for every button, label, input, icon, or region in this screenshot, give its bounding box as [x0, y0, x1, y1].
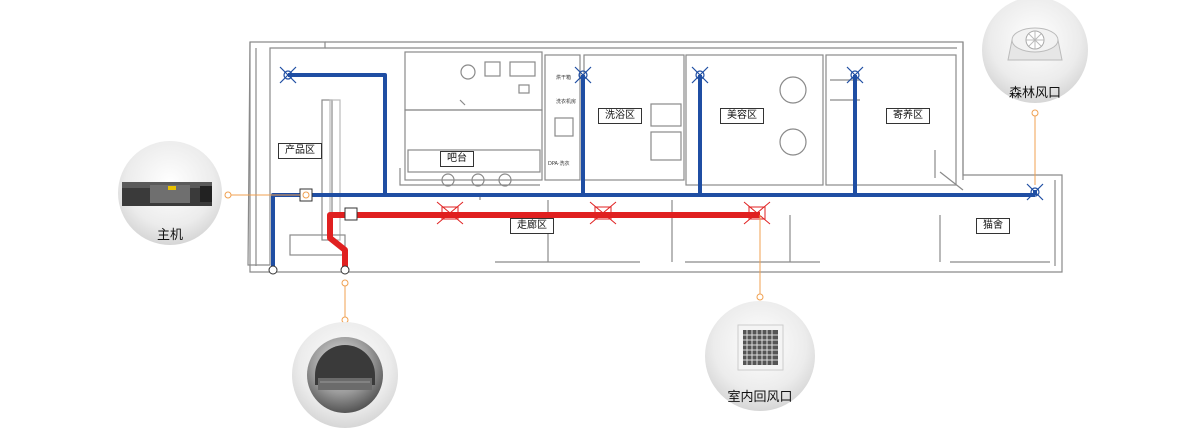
- plan-note-a: 烘干箱: [556, 75, 572, 81]
- room-label-cattery: 猫舍: [976, 218, 1010, 234]
- indoor-return-vent-label: 室内回风口: [727, 390, 793, 405]
- exhaust-duct: [327, 212, 760, 270]
- exhaust-outlet: [340, 265, 350, 275]
- forest-vent-icon: [1007, 27, 1063, 61]
- plan-note-c: DPA·洗衣: [548, 161, 570, 167]
- outdoor-hood-icon: [307, 337, 383, 413]
- supply-fitting: [299, 188, 313, 202]
- room-label-bath: 洗浴区: [598, 108, 642, 124]
- main-unit-label: 主机: [156, 228, 183, 243]
- room-label-product: 产品区: [278, 143, 322, 159]
- plan-note-b: 洗衣机房: [556, 99, 577, 105]
- return-grille-icon: [737, 324, 784, 371]
- forest-vent-label: 森林风口: [1008, 86, 1061, 101]
- return-vents: [436, 201, 771, 225]
- room-label-corridor: 走廊区: [510, 218, 554, 234]
- room-label-boarding: 寄养区: [886, 108, 930, 124]
- supply-outlet: [268, 265, 278, 275]
- main-unit-icon: [122, 182, 212, 206]
- exhaust-fitting: [344, 207, 358, 221]
- leader-lines: [224, 109, 1039, 324]
- room-label-bar: 吧台: [440, 151, 474, 167]
- supply-vents: [279, 66, 1044, 201]
- room-label-beauty: 美容区: [720, 108, 764, 124]
